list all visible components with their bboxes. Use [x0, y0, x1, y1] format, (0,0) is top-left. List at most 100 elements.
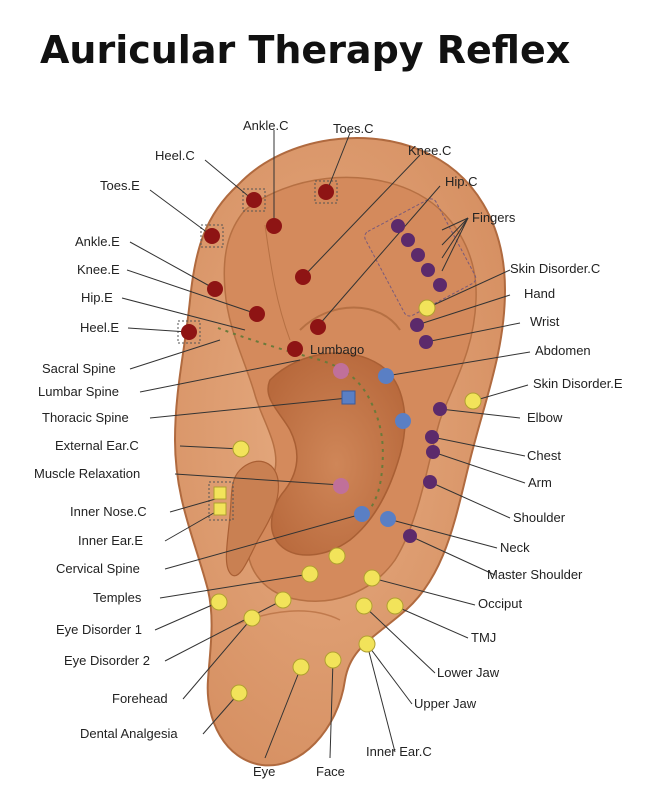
- heel-e-box: [177, 320, 201, 344]
- label-eye-disorder-2: Eye Disorder 2: [64, 653, 150, 668]
- label-hip-e: Hip.E: [81, 290, 113, 305]
- point-chest-blue: [395, 413, 411, 429]
- label-muscle-relaxation: Muscle Relaxation: [34, 466, 140, 481]
- label-fingers: Fingers: [472, 210, 516, 225]
- point-lumbago: [287, 341, 303, 357]
- point-lower-jaw: [355, 597, 373, 615]
- point-inner-ear-e: [213, 502, 227, 516]
- point-master-shoulder: [403, 529, 417, 543]
- label-shoulder: Shoulder: [513, 510, 566, 525]
- point-face: [324, 651, 342, 669]
- point-external-ear: [232, 440, 250, 458]
- label-eye-disorder-1: Eye Disorder 1: [56, 622, 142, 637]
- label-master-shoulder: Master Shoulder: [487, 567, 583, 582]
- point-abdomen: [378, 368, 394, 384]
- point-occiput: [328, 547, 346, 565]
- label-arm: Arm: [528, 475, 552, 490]
- spine-dotted-path: [217, 327, 384, 521]
- point-neck: [380, 511, 396, 527]
- point-forehead: [243, 609, 261, 627]
- point-dental-analgesia: [230, 684, 248, 702]
- point-wrist: [419, 335, 433, 349]
- label-toes-c: Toes.C: [333, 121, 373, 136]
- point-shoulder: [423, 475, 437, 489]
- label-hip-c: Hip.C: [445, 174, 478, 189]
- toes-e-box: [200, 224, 224, 248]
- label-face: Face: [316, 764, 345, 779]
- point-heel-e: [181, 324, 197, 340]
- point-tmj: [363, 569, 381, 587]
- label-knee-c: Knee.C: [408, 143, 451, 158]
- label-skin-disorder-c: Skin Disorder.C: [510, 261, 600, 276]
- point-knee-e: [249, 306, 265, 322]
- label-temples: Temples: [93, 590, 142, 605]
- label-ankle-e: Ankle.E: [75, 234, 120, 249]
- point-finger-1: [391, 219, 405, 233]
- label-tmj: TMJ: [471, 630, 496, 645]
- label-lumbago: Lumbago: [310, 342, 364, 357]
- label-eye: Eye: [253, 764, 275, 779]
- spine-trail: [217, 327, 384, 521]
- label-heel-e: Heel.E: [80, 320, 119, 335]
- toes-c-box: [314, 180, 338, 204]
- point-finger-4: [421, 263, 435, 277]
- point-muscle-relaxation: [333, 478, 349, 494]
- point-thoracic-square: [341, 390, 356, 405]
- point-eye-disorder-2: [274, 591, 292, 609]
- label-lumbar-spine: Lumbar Spine: [38, 384, 119, 399]
- point-temples: [301, 565, 319, 583]
- label-thoracic-spine: Thoracic Spine: [42, 410, 129, 425]
- point-arm: [426, 445, 440, 459]
- point-skin-disorder-e: [464, 392, 482, 410]
- label-cervical-spine: Cervical Spine: [56, 561, 140, 576]
- label-skin-disorder-e: Skin Disorder.E: [533, 376, 623, 391]
- point-finger-3: [411, 248, 425, 262]
- ear-helix-line: [264, 224, 291, 341]
- label-inner-ear-c: Inner Ear.C: [366, 744, 432, 759]
- ear-antihelix-ridge: [299, 306, 401, 331]
- point-lumbar: [333, 363, 349, 379]
- point-hip-c: [310, 319, 326, 335]
- label-elbow: Elbow: [527, 410, 563, 425]
- point-knee-c: [295, 269, 311, 285]
- label-knee-e: Knee.E: [77, 262, 120, 277]
- label-upper-jaw: Upper Jaw: [414, 696, 477, 711]
- label-inner-nose-c: Inner Nose.C: [70, 504, 147, 519]
- label-sacral-spine: Sacral Spine: [42, 361, 116, 376]
- point-heel-c: [246, 192, 262, 208]
- label-forehead: Forehead: [112, 691, 168, 706]
- point-finger-2: [401, 233, 415, 247]
- page-title: Auricular Therapy Reflex: [40, 28, 570, 72]
- label-abdomen: Abdomen: [535, 343, 591, 358]
- point-inner-ear-c: [358, 635, 376, 653]
- point-eye-disorder-1: [210, 593, 228, 611]
- point-eye: [292, 658, 310, 676]
- ear-illustration: [173, 136, 507, 767]
- label-wrist: Wrist: [530, 314, 560, 329]
- labels: Ankle.C Toes.C Heel.C Knee.C Toes.E Hip.…: [34, 118, 623, 779]
- point-cervical: [354, 506, 370, 522]
- ear-tragus: [225, 460, 280, 577]
- point-hand: [410, 318, 424, 332]
- points: [181, 184, 482, 702]
- label-occiput: Occiput: [478, 596, 522, 611]
- label-toes-e: Toes.E: [100, 178, 140, 193]
- label-inner-ear-e: Inner Ear.E: [78, 533, 143, 548]
- point-upper-jaw: [386, 597, 404, 615]
- label-ankle-c: Ankle.C: [243, 118, 289, 133]
- point-skin-disorder-c: [418, 299, 436, 317]
- label-external-ear-c: External Ear.C: [55, 438, 139, 453]
- heel-c-box: [242, 188, 266, 212]
- label-dental-analgesia: Dental Analgesia: [80, 726, 178, 741]
- point-finger-5: [433, 278, 447, 292]
- label-hand: Hand: [524, 286, 555, 301]
- point-chest: [425, 430, 439, 444]
- label-lower-jaw: Lower Jaw: [437, 665, 500, 680]
- point-ankle-e: [207, 281, 223, 297]
- point-inner-nose: [213, 486, 227, 500]
- label-neck: Neck: [500, 540, 530, 555]
- point-toes-c: [318, 184, 334, 200]
- point-ankle-c: [266, 218, 282, 234]
- point-toes-e: [204, 228, 220, 244]
